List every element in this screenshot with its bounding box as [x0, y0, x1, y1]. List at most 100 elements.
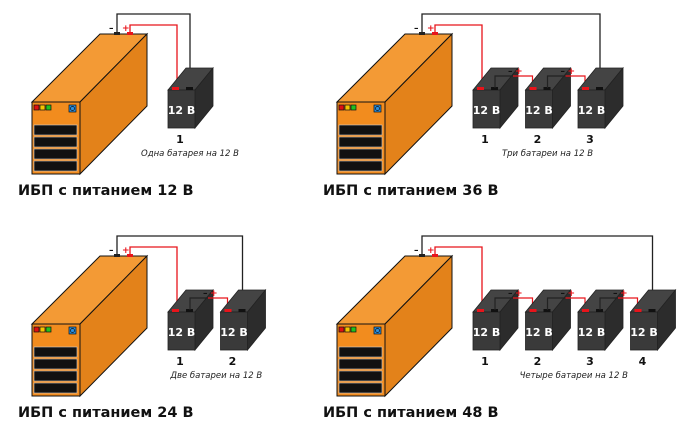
battery-number: 2: [534, 355, 542, 368]
series-minus-label: –: [561, 289, 566, 299]
battery-number: 1: [176, 133, 184, 146]
battery-front-face: [630, 311, 658, 351]
battery-voltage-label: 12 В: [220, 326, 248, 339]
led-indicator-icon: [350, 104, 357, 111]
power-symbol-icon: [70, 106, 75, 111]
series-negative-wire: [546, 75, 566, 88]
battery-voltage-label: 12 В: [578, 104, 606, 117]
series-minus-label: –: [561, 67, 566, 77]
ups-vent-slot: [33, 160, 78, 172]
series-minus-label: –: [613, 289, 618, 299]
battery-voltage-label: 12 В: [473, 104, 501, 117]
ups-unit: [30, 32, 149, 176]
battery-voltage-label: 12 В: [168, 104, 196, 117]
battery-caption: Одна батарея на 12 В: [141, 149, 239, 159]
positive-wire: [129, 24, 178, 89]
led-indicator-icon: [344, 326, 351, 333]
series-plus-label: +: [515, 67, 523, 77]
led-indicator-icon: [39, 104, 46, 111]
battery: 12 В 2: [524, 288, 572, 368]
positive-wire: [434, 246, 483, 311]
ups-vent-slot: [33, 124, 78, 136]
series-negative-wire: [599, 297, 618, 310]
battery-number: 3: [586, 133, 594, 146]
negative-wire: [116, 235, 244, 311]
battery-caption: Четыре батареи на 12 В: [520, 371, 628, 381]
negative-wire: [421, 13, 601, 89]
positive-wire: [129, 246, 178, 311]
ups-unit: [30, 254, 149, 398]
led-indicator-icon: [45, 326, 52, 333]
battery-positive-terminal: [529, 309, 537, 312]
battery-front-face: [525, 89, 553, 129]
battery-negative-terminal: [543, 87, 551, 90]
battery-negative-terminal: [543, 309, 551, 312]
ups-minus-label: –: [109, 246, 114, 256]
ups-vent-slot: [33, 136, 78, 148]
ups-plus-label: +: [427, 24, 435, 34]
battery-positive-terminal: [529, 87, 537, 90]
battery-front-face: [220, 311, 248, 351]
series-negative-wire: [189, 297, 208, 310]
led-indicator-icon: [45, 104, 52, 111]
positive-wire: [434, 24, 483, 89]
battery-negative-terminal: [238, 309, 246, 312]
led-indicator-icon: [33, 326, 40, 333]
led-indicator-icon: [350, 326, 357, 333]
battery-voltage-label: 12 В: [630, 326, 658, 339]
ups-negative-terminal: [419, 32, 425, 35]
battery-number: 3: [586, 355, 594, 368]
led-indicator-icon: [33, 104, 40, 111]
battery-positive-terminal: [224, 309, 232, 312]
power-button-icon: [373, 326, 382, 335]
ups-vent-slot: [338, 346, 383, 358]
battery-negative-terminal: [186, 87, 193, 90]
battery-caption: Две батареи на 12 В: [169, 371, 262, 381]
series-minus-label: –: [203, 289, 208, 299]
ups-vent-slot: [338, 358, 383, 370]
series-negative-wire: [494, 75, 513, 88]
battery-voltage-label: 12 В: [525, 326, 553, 339]
battery-front-face: [577, 89, 606, 129]
ups-minus-label: –: [414, 24, 419, 34]
ups-positive-terminal: [127, 254, 133, 257]
led-indicator-icon: [39, 326, 46, 333]
ups-unit: [335, 32, 454, 176]
ups-plus-label: +: [427, 246, 435, 256]
battery-negative-terminal: [596, 309, 603, 312]
ups-vent-slot: [338, 382, 383, 394]
series-plus-label: +: [210, 289, 218, 299]
battery-number: 4: [639, 355, 647, 368]
power-button-icon: [68, 104, 77, 113]
battery-number: 1: [481, 133, 489, 146]
ups-minus-label: –: [109, 24, 114, 34]
ups-positive-terminal: [432, 254, 438, 257]
series-negative-wire: [494, 297, 513, 310]
power-button-icon: [373, 104, 382, 113]
battery-front-face: [472, 311, 501, 351]
battery: 12 В 2: [219, 288, 267, 368]
battery-front-face: [577, 311, 606, 351]
negative-wire: [116, 13, 191, 89]
battery-number: 1: [481, 355, 489, 368]
battery: 12 В 1: [167, 66, 214, 146]
battery-positive-terminal: [634, 309, 642, 312]
battery: 12 В 3: [577, 66, 624, 146]
ups-vent-slot: [33, 358, 78, 370]
battery-caption: Три батареи на 12 В: [502, 149, 593, 159]
negative-wire: [421, 235, 654, 311]
battery-positive-terminal: [172, 309, 179, 312]
series-negative-wire: [546, 297, 566, 310]
ups-minus-label: –: [414, 246, 419, 256]
power-symbol-icon: [375, 106, 380, 111]
power-symbol-icon: [70, 328, 75, 333]
battery-negative-terminal: [648, 309, 656, 312]
panel-title: ИБП с питанием 12 В: [18, 183, 194, 199]
battery-voltage-label: 12 В: [473, 326, 501, 339]
battery-number: 2: [229, 355, 237, 368]
panel-title: ИБП с питанием 48 В: [323, 405, 499, 421]
battery-positive-terminal: [582, 87, 589, 90]
ups-vent-slot: [338, 148, 383, 160]
